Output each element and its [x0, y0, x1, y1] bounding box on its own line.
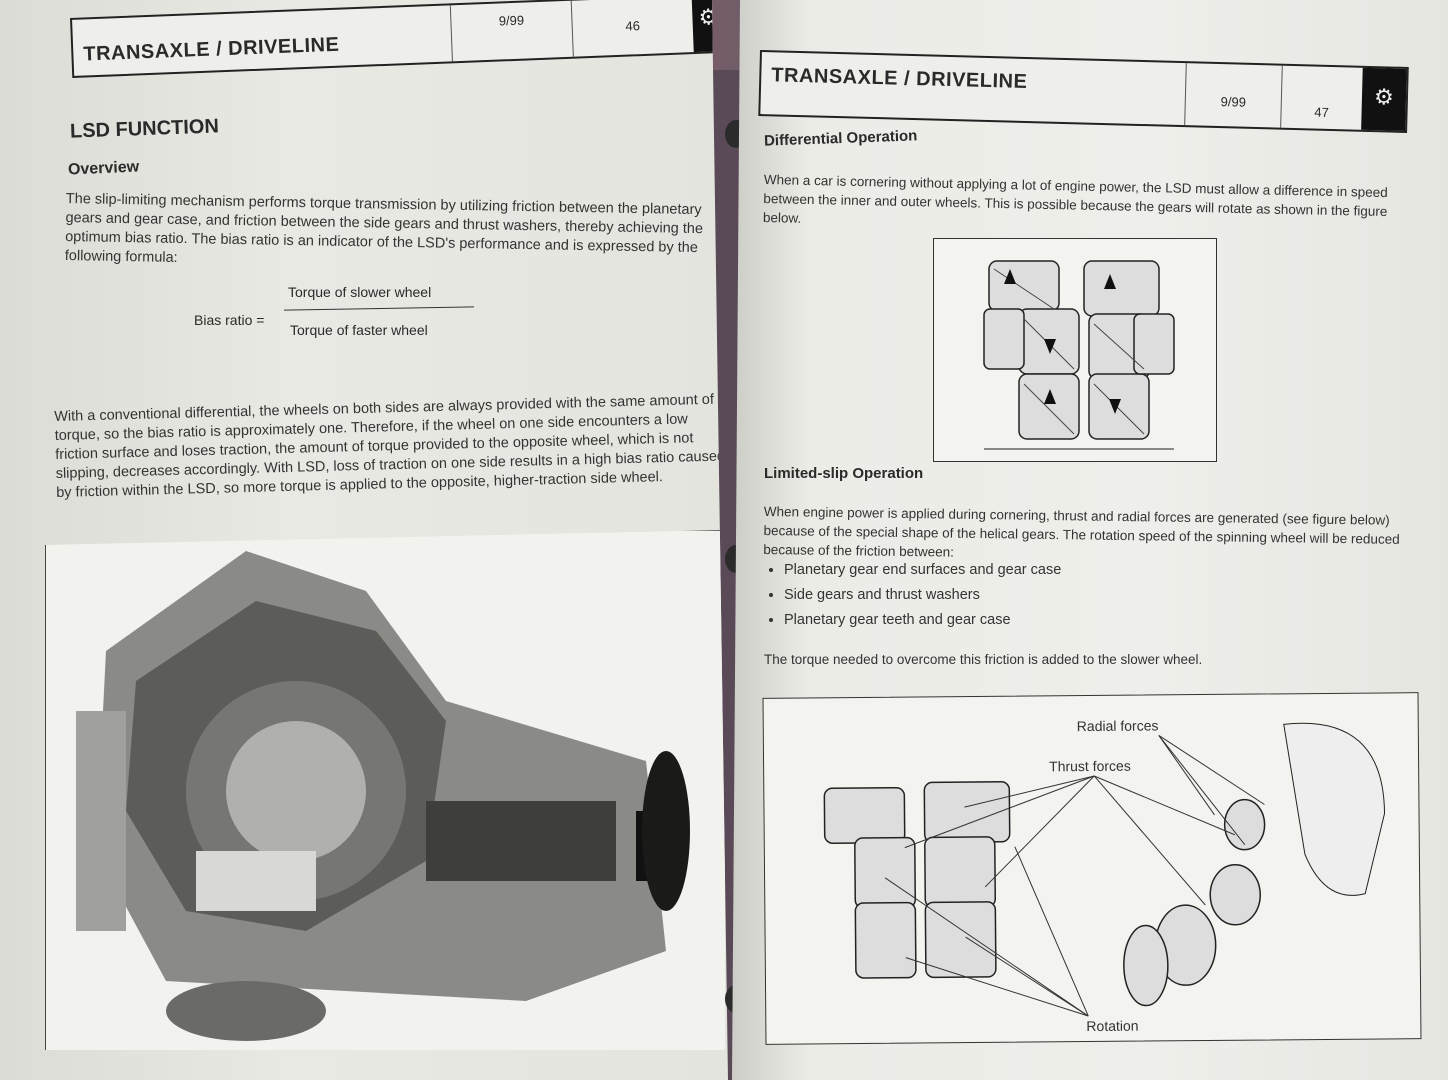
- bias-ratio-formula: Bias ratio = Torque of slower wheel Torq…: [194, 284, 494, 344]
- gears-icon: ⚙: [1361, 67, 1407, 131]
- formula-lhs: Bias ratio =: [194, 312, 265, 328]
- differential-cutaway-photo: [45, 530, 725, 1050]
- header-date: 9/99: [1184, 63, 1282, 128]
- section-title: LSD FUNCTION: [69, 115, 220, 143]
- header-date: 9/99: [449, 0, 573, 62]
- right-page-header: TRANSAXLE / DRIVELINE 9/99 47 ⚙: [758, 50, 1409, 133]
- body-paragraph: With a conventional differential, the wh…: [54, 391, 726, 501]
- friction-sources-list: Planetary gear end surfaces and gear cas…: [764, 558, 1384, 633]
- header-page-number: 47: [1280, 65, 1363, 130]
- list-item: Planetary gear end surfaces and gear cas…: [784, 558, 1384, 583]
- formula-denominator: Torque of faster wheel: [290, 322, 428, 338]
- header-title: TRANSAXLE / DRIVELINE: [771, 64, 1028, 94]
- left-page: TRANSAXLE / DRIVELINE 9/99 46 ⚙ LSD FUNC…: [0, 0, 728, 1080]
- differential-operation-text: When a car is cornering without applying…: [762, 171, 1388, 226]
- formula-numerator: Torque of slower wheel: [288, 284, 432, 300]
- forces-figure: Radial forces Thrust forces Rotation: [762, 692, 1422, 1045]
- header-title: TRANSAXLE / DRIVELINE: [82, 33, 340, 66]
- list-item: Side gears and thrust washers: [784, 583, 1384, 608]
- differential-gears-figure: [933, 238, 1217, 462]
- list-item: Planetary gear teeth and gear case: [784, 608, 1384, 633]
- label-radial-forces: Radial forces: [1076, 717, 1159, 735]
- closing-text: The torque needed to overcome this frict…: [764, 652, 1203, 667]
- label-rotation: Rotation: [1086, 1017, 1139, 1035]
- header-page-number: 46: [570, 0, 694, 57]
- section-title-differential-operation: Differential Operation: [763, 127, 918, 150]
- right-page: TRANSAXLE / DRIVELINE 9/99 47 ⚙ Differen…: [732, 0, 1448, 1080]
- fraction-bar: [284, 306, 474, 311]
- subtitle: Overview: [67, 158, 140, 179]
- left-page-header: TRANSAXLE / DRIVELINE 9/99 46 ⚙: [70, 0, 728, 78]
- forces-diagram: [823, 722, 1386, 1017]
- intro-paragraph: The slip-limiting mechanism performs tor…: [64, 190, 704, 266]
- section-title-limited-slip-operation: Limited-slip Operation: [764, 465, 924, 482]
- label-thrust-forces: Thrust forces: [1049, 757, 1131, 775]
- gear-diagram: [983, 260, 1175, 450]
- differential-cutaway-image: [76, 551, 690, 1041]
